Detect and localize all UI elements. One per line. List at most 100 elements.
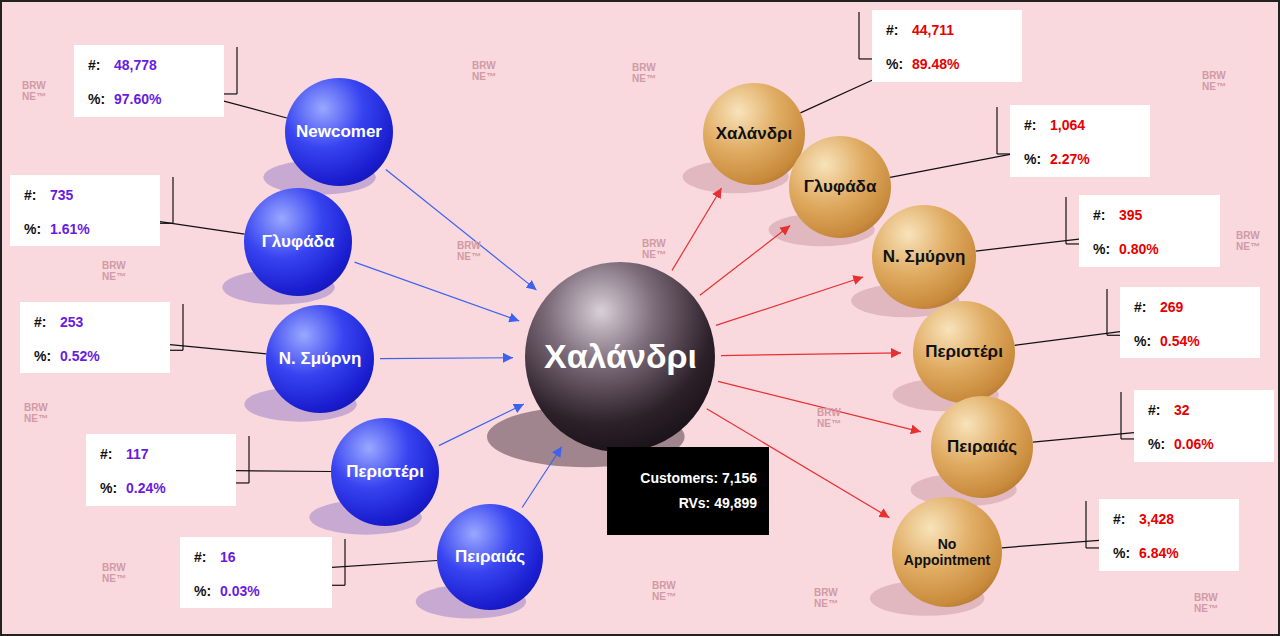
callout-value: 97.60% — [114, 91, 161, 108]
callout-box: #:1,064%:2.27% — [1010, 105, 1150, 177]
sphere-label: Ν. Σμύρνη — [883, 247, 966, 267]
leader-line — [1033, 433, 1134, 443]
sphere-label: No Appointment — [903, 536, 991, 568]
callout-box: #:735%:1.61% — [10, 175, 160, 246]
watermark: BRW NE™ — [1194, 592, 1224, 614]
callout-key: %: — [1093, 241, 1110, 258]
branch-sphere: Ν. Σμύρνη — [872, 205, 976, 309]
watermark: BRW NE™ — [102, 260, 132, 282]
branch-sphere: Γλυφάδα — [789, 136, 891, 238]
watermark: BRW NE™ — [632, 62, 662, 84]
sphere-label: Newcomer — [296, 122, 382, 142]
callout-box: #: 395%: 0.80% — [1079, 195, 1220, 267]
watermark: BRW NE™ — [642, 238, 672, 260]
watermark: BRW NE™ — [652, 580, 682, 602]
callout-value: 1.61% — [50, 221, 90, 238]
flow-arrow — [672, 188, 722, 270]
branch-sphere: Newcomer — [285, 78, 393, 186]
leader-line — [976, 239, 1079, 251]
callout-value: 6.84% — [1139, 545, 1179, 562]
callout-value: 117 — [126, 446, 149, 463]
branch-sphere: Χαλάνδρι — [703, 83, 805, 185]
bracket-line — [1107, 335, 1120, 336]
flow-arrow — [386, 170, 537, 291]
branch-sphere: Πειραιάς — [437, 504, 543, 610]
watermark: BRW NE™ — [24, 402, 54, 424]
leader-line — [1015, 332, 1120, 346]
callout-box: #: 48,778%: 97.60% — [74, 45, 224, 117]
branch-sphere: Πειραιάς — [931, 396, 1033, 498]
branch-sphere: No Appointment — [892, 497, 1002, 607]
bracket-line — [1106, 289, 1107, 335]
watermark: BRW NE™ — [1236, 230, 1266, 252]
callout-box: #:117%:0.24% — [86, 434, 236, 506]
sphere-label: Γλυφάδα — [804, 177, 877, 197]
bracket-line — [332, 585, 345, 586]
callout-key: #: — [100, 446, 112, 463]
watermark: BRW NE™ — [457, 240, 487, 262]
callout-box: #: 3,428%: 6.84% — [1099, 499, 1239, 571]
callout-box: #:44,711%:89.48% — [872, 10, 1022, 82]
callout-value: 48,778 — [114, 57, 157, 74]
bracket-line — [996, 107, 997, 154]
callout-value: 16 — [220, 549, 236, 566]
bracket-line — [344, 539, 345, 585]
callout-key: #: — [1148, 402, 1160, 419]
flow-arrow — [700, 226, 790, 296]
callout-key: %: — [1148, 436, 1165, 453]
sphere-label: Ν. Σμύρνη — [279, 349, 362, 369]
bracket-line — [1066, 243, 1079, 244]
callout-key: %: — [34, 348, 51, 365]
summary-box: Customers: 7,156RVs: 49,899 — [607, 447, 769, 535]
callout-box: #:16%:0.03% — [180, 537, 332, 608]
callout-value: 1,064 — [1050, 117, 1085, 134]
callout-key: #: — [886, 22, 898, 39]
leader-line — [890, 154, 1010, 177]
bracket-line — [1121, 438, 1134, 439]
callout-key: %: — [1134, 333, 1151, 350]
callout-value: 0.80% — [1119, 241, 1159, 258]
watermark: BRW NE™ — [472, 60, 502, 82]
watermark: BRW NE™ — [1202, 70, 1232, 92]
callout-key: #: — [24, 187, 36, 204]
watermark: BRW NE™ — [817, 407, 847, 429]
callout-value: 269 — [1160, 299, 1183, 316]
callout-value: 0.52% — [60, 348, 100, 365]
leader-line — [224, 101, 287, 118]
leader-line — [800, 80, 872, 113]
bracket-line — [182, 304, 183, 350]
watermark: BRW NE™ — [22, 80, 52, 102]
callout-key: #: — [1113, 511, 1125, 528]
callout-key: #: — [1134, 299, 1146, 316]
bracket-line — [1120, 392, 1121, 439]
callout-key: #: — [88, 57, 100, 74]
leader-line — [236, 470, 331, 472]
callout-value: 253 — [60, 314, 83, 331]
leader-line — [332, 561, 437, 568]
leader-line — [160, 222, 245, 235]
sphere-label: Περιστέρι — [346, 462, 424, 482]
callout-key: %: — [88, 91, 105, 108]
callout-value: 395 — [1119, 207, 1142, 224]
callout-value: 0.06% — [1174, 436, 1214, 453]
callout-key: #: — [194, 549, 206, 566]
leader-line — [1002, 540, 1099, 547]
callout-value: 0.03% — [220, 583, 260, 600]
bracket-line — [170, 350, 183, 351]
callout-key: %: — [886, 56, 903, 73]
sphere-label: Χαλάνδρι — [544, 337, 696, 376]
sphere-label: Περιστέρι — [925, 342, 1003, 362]
callout-box: #:253%:0.52% — [20, 302, 170, 373]
callout-value: 3,428 — [1139, 511, 1174, 528]
callout-value: 32 — [1174, 402, 1190, 419]
callout-key: %: — [1024, 151, 1041, 168]
bracket-line — [236, 482, 249, 483]
watermark: BRW NE™ — [102, 562, 132, 584]
flow-arrow — [718, 381, 921, 431]
bracket-line — [858, 12, 859, 59]
flow-arrow — [380, 357, 513, 359]
callout-key: #: — [1093, 207, 1105, 224]
sphere-label: Χαλάνδρι — [716, 124, 793, 144]
callout-key: %: — [1113, 545, 1130, 562]
